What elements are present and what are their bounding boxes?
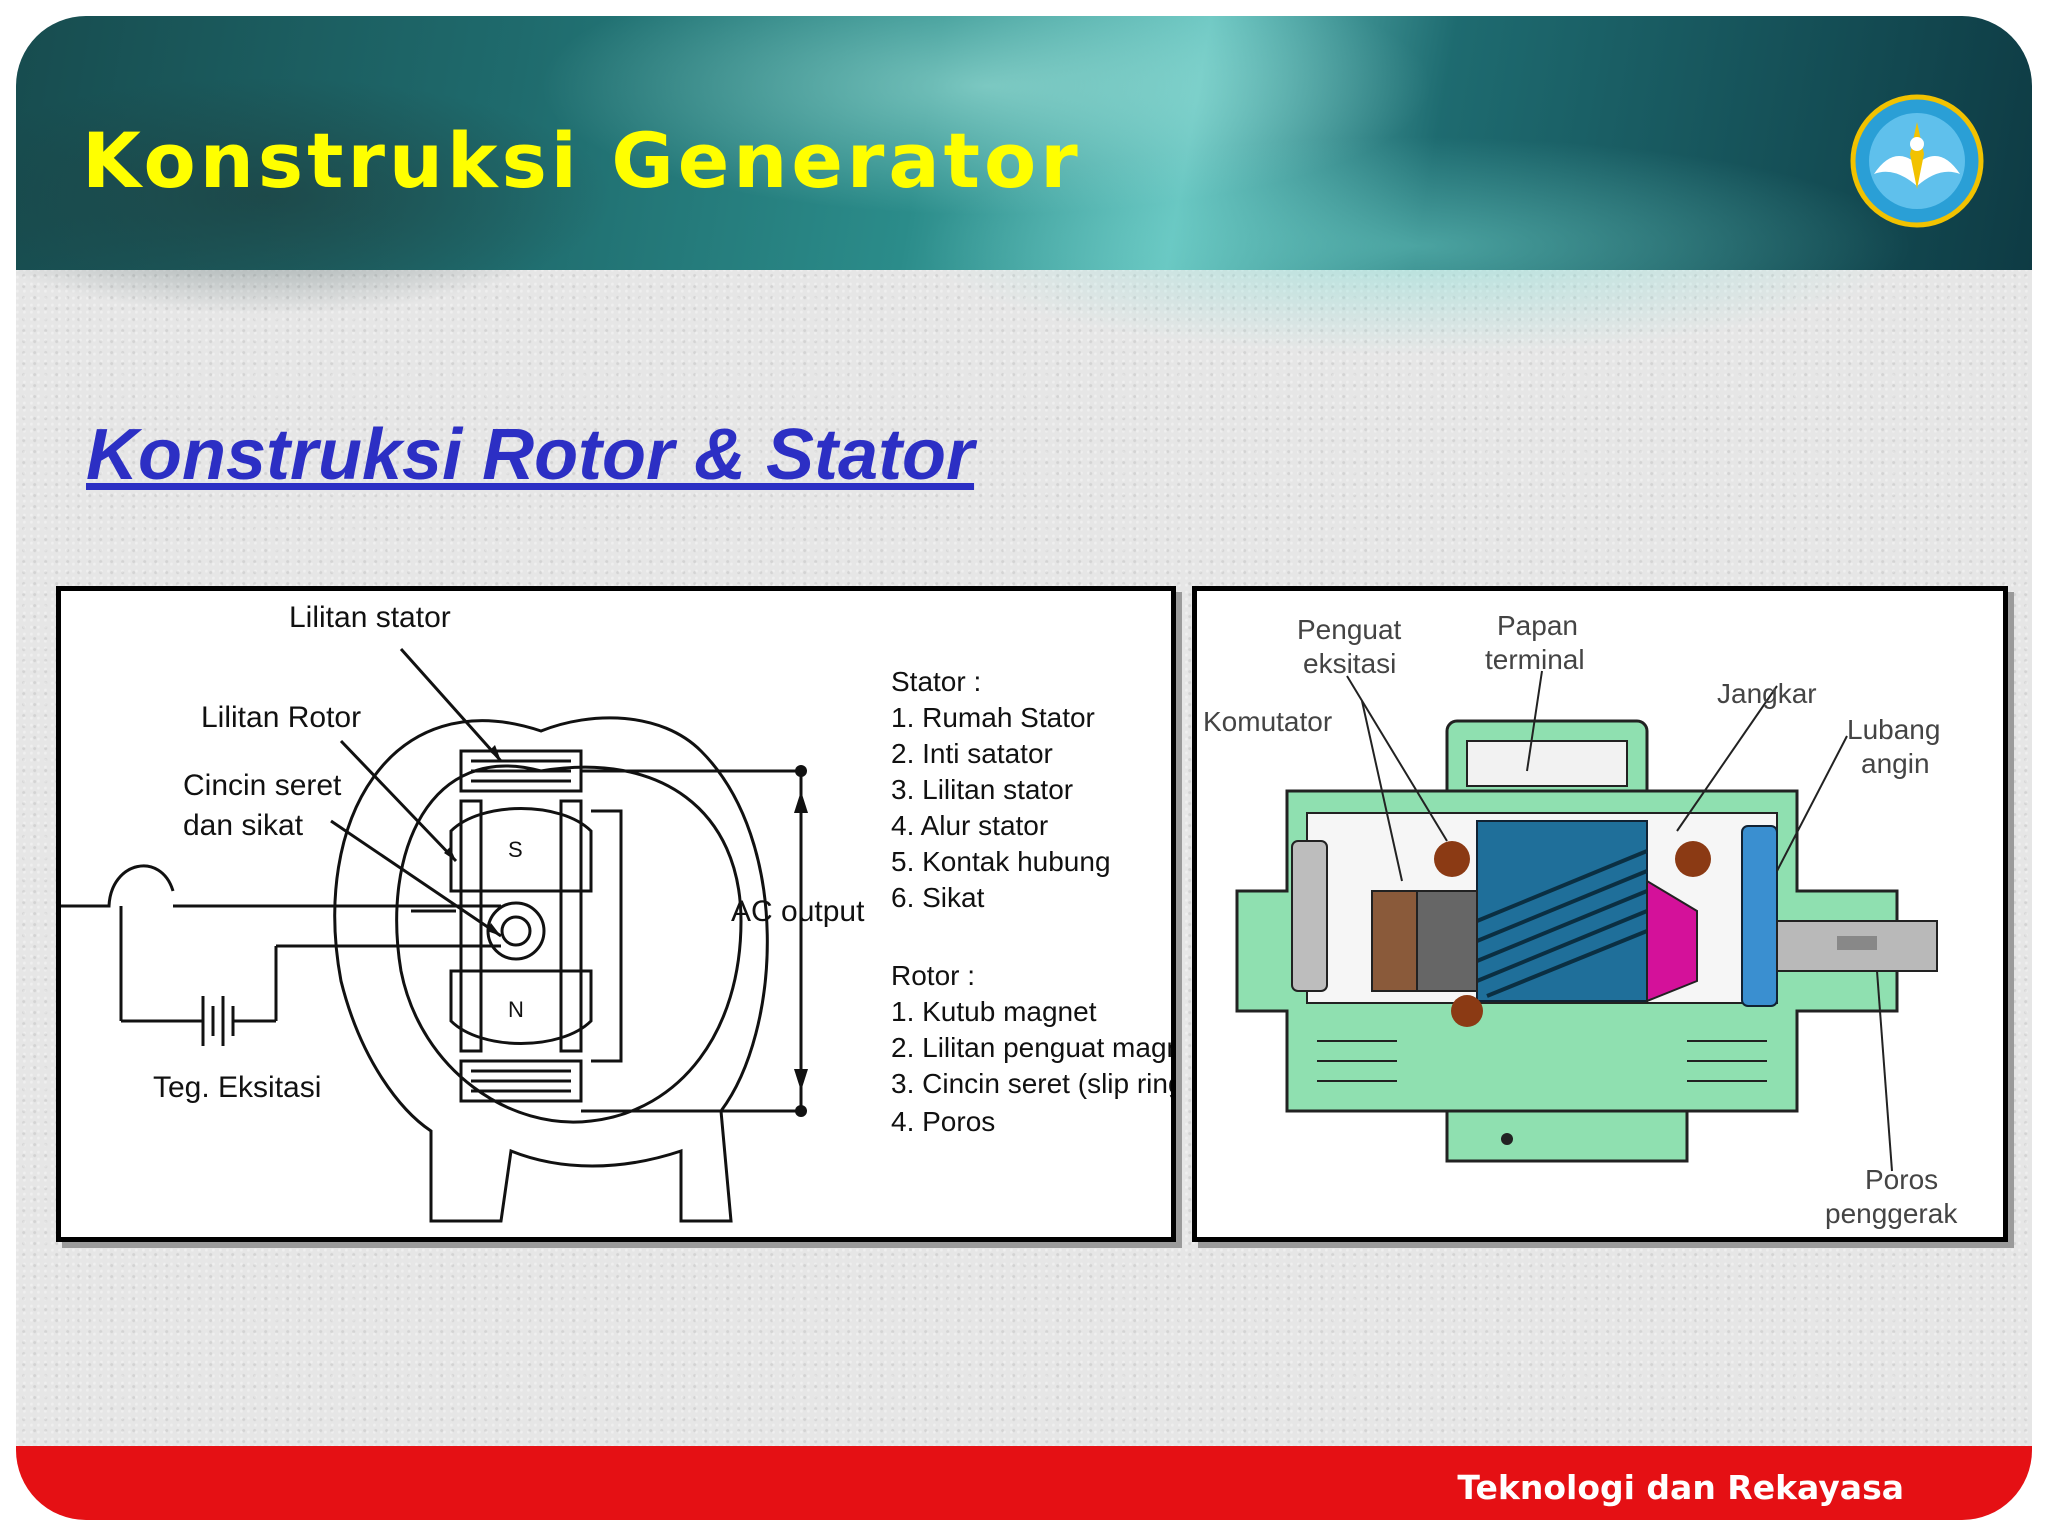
label-ac-output: AC output bbox=[731, 895, 865, 928]
stator-item: 6. Sikat bbox=[891, 882, 985, 913]
header-banner bbox=[16, 16, 2032, 356]
label-pole-s: S bbox=[508, 837, 523, 862]
label-eksitasi: eksitasi bbox=[1303, 648, 1396, 679]
rotor-heading: Rotor : bbox=[891, 960, 975, 991]
label-teg-eksitasi: Teg. Eksitasi bbox=[153, 1071, 321, 1104]
footer-bar: Teknologi dan Rekayasa bbox=[16, 1446, 2032, 1520]
stator-item: 3. Lilitan stator bbox=[891, 774, 1073, 805]
stator-heading: Stator : bbox=[891, 666, 981, 697]
rotor-pole-n bbox=[449, 969, 593, 1045]
label-angin: angin bbox=[1861, 748, 1930, 779]
label-lilitan-stator: Lilitan stator bbox=[289, 601, 451, 634]
label-pole-n: N bbox=[508, 997, 524, 1022]
stator-housing bbox=[333, 716, 769, 1223]
label-papan: Papan bbox=[1497, 610, 1578, 641]
stator-item: 5. Kontak hubung bbox=[891, 846, 1111, 877]
generator-schematic-panel: Lilitan stator Lilitan Rotor Cincin sere… bbox=[56, 586, 1176, 1242]
stator-item: 1. Rumah Stator bbox=[891, 702, 1095, 733]
rotor-item: 4. Poros bbox=[891, 1106, 995, 1137]
label-lubang: Lubang bbox=[1847, 714, 1940, 745]
label-komutator: Komutator bbox=[1203, 706, 1332, 737]
footer-text: Teknologi dan Rekayasa bbox=[1457, 1468, 1904, 1507]
stator-core-bottom bbox=[459, 1059, 583, 1103]
rotor-pole-s bbox=[449, 807, 593, 893]
generator-cutaway-panel: Penguat eksitasi Papan terminal Komutato… bbox=[1192, 586, 2008, 1242]
label-lilitan-rotor: Lilitan Rotor bbox=[201, 701, 361, 734]
section-subtitle: Konstruksi Rotor & Stator bbox=[86, 415, 975, 495]
field-winding bbox=[1646, 879, 1698, 1003]
stator-item: 2. Inti satator bbox=[891, 738, 1053, 769]
label-penggerak: penggerak bbox=[1825, 1198, 1958, 1229]
rotor-item: 2. Lilitan penguat magnet bbox=[891, 1032, 1171, 1063]
label-jangkar: Jangkar bbox=[1717, 678, 1817, 709]
slide: Konstruksi Generator Konstruksi Rotor & … bbox=[16, 16, 2032, 1520]
slide-title: Konstruksi Generator bbox=[82, 116, 1082, 205]
label-penguat: Penguat bbox=[1297, 614, 1402, 645]
generator-schematic: Lilitan stator Lilitan Rotor Cincin sere… bbox=[61, 601, 1171, 1223]
cooling-fan bbox=[1741, 825, 1778, 1007]
stator-item: 4. Alur stator bbox=[891, 810, 1048, 841]
label-dan-sikat: dan sikat bbox=[183, 809, 304, 842]
label-terminal: terminal bbox=[1485, 644, 1585, 675]
generator-cutaway: Penguat eksitasi Papan terminal Komutato… bbox=[1203, 610, 1958, 1229]
label-poros: Poros bbox=[1865, 1164, 1938, 1195]
stator-inner-ring bbox=[395, 764, 743, 1124]
tut-wuri-handayani-logo bbox=[1850, 94, 1984, 228]
rotor-item: 3. Cincin seret (slip ring) bbox=[891, 1068, 1171, 1099]
label-cincin-seret: Cincin seret bbox=[183, 769, 342, 802]
rotor-item: 1. Kutub magnet bbox=[891, 996, 1097, 1027]
